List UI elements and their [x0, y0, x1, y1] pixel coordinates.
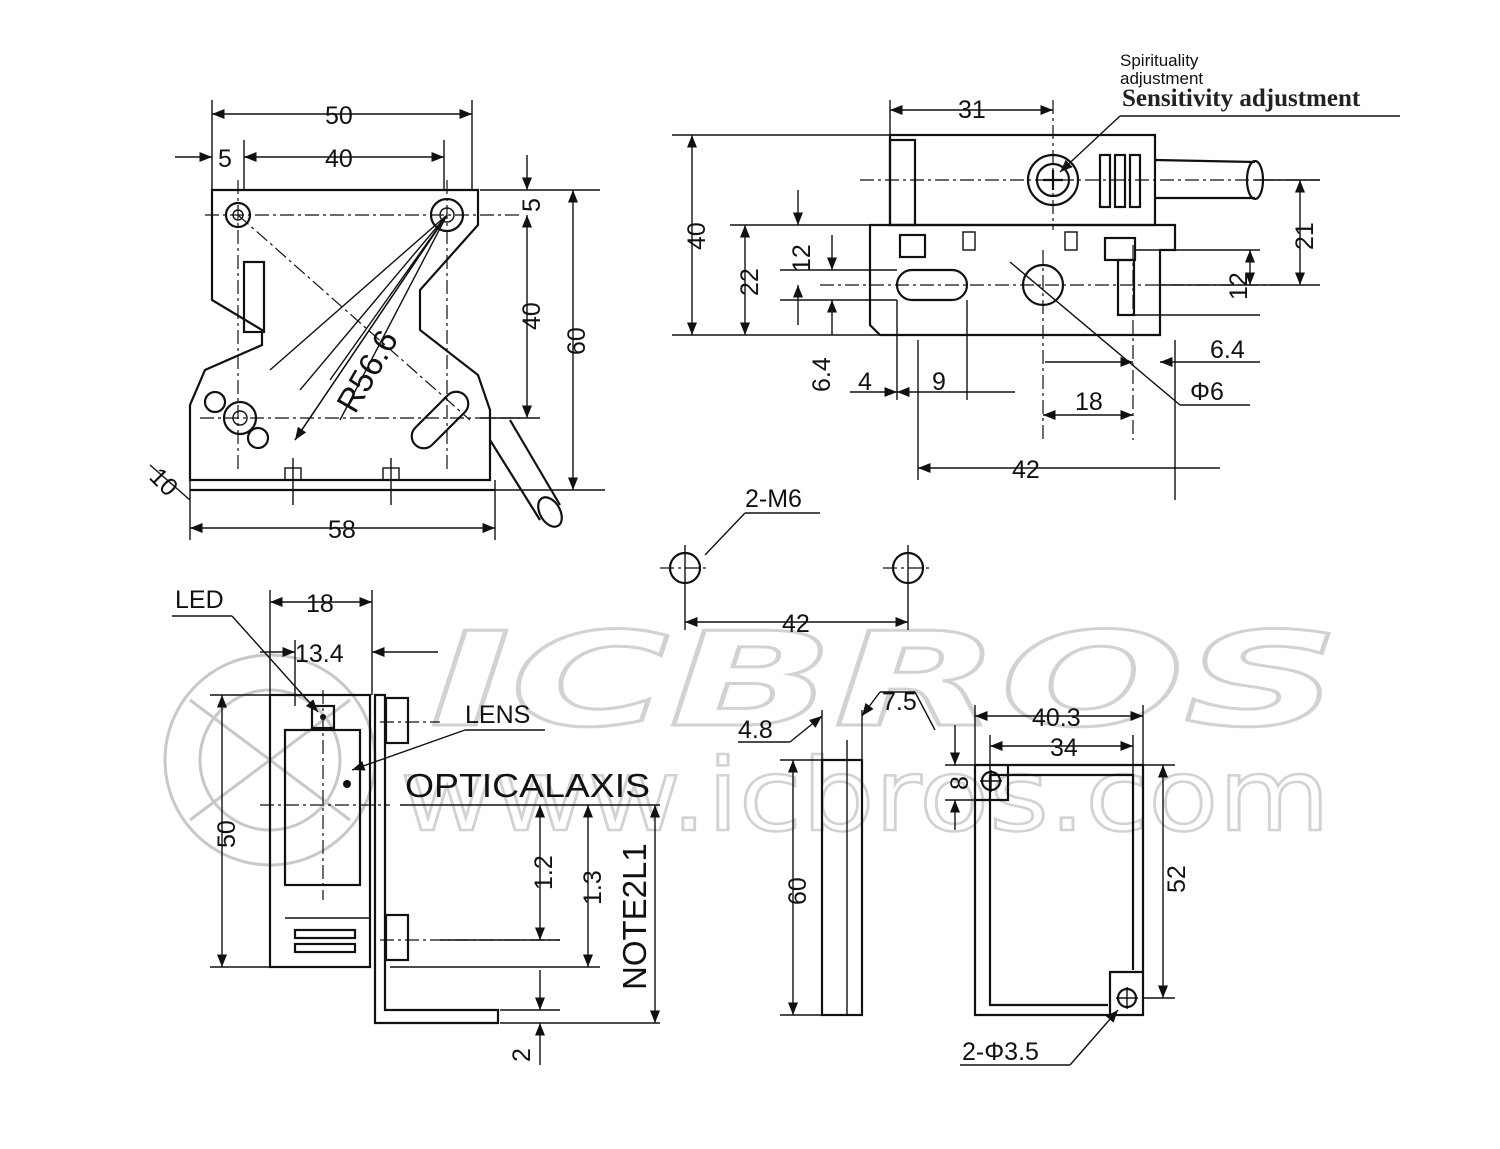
- label-lens: LENS: [465, 701, 530, 729]
- dim-58: 58: [328, 516, 356, 544]
- dim-50-left: 50: [213, 820, 241, 848]
- dim-18-bottom: 18: [306, 590, 334, 618]
- dim-21: 21: [1291, 222, 1319, 250]
- dim-52: 52: [1163, 865, 1191, 893]
- dim-42-holes: 42: [782, 610, 810, 638]
- dim-60-side: 60: [784, 877, 812, 905]
- dim-34: 34: [1050, 734, 1078, 762]
- label-note: NOTE2L1: [616, 843, 653, 990]
- dim-64-b: 6.4: [1210, 336, 1245, 364]
- dim-75: 7.5: [882, 688, 917, 716]
- dim-60-right: 60: [563, 327, 591, 355]
- label-led: LED: [175, 586, 224, 614]
- cable-icon: [1098, 153, 1265, 209]
- watermark-brand: ICBROS: [430, 604, 1340, 756]
- label-spirituality-1: Spirituality: [1120, 51, 1199, 70]
- dim-31: 31: [958, 96, 986, 124]
- dim-40-top: 40: [325, 145, 353, 173]
- mounting-hole-icon: [980, 770, 1138, 1009]
- dim-5-right: 5: [518, 198, 546, 212]
- dim-9: 9: [932, 368, 946, 396]
- back-view: LED 18 13.4: [172, 586, 661, 1065]
- dim-8: 8: [946, 776, 974, 790]
- label-spirituality-2: adjustment: [1120, 69, 1203, 88]
- dim-2: 2: [508, 1048, 536, 1062]
- dim-403: 40.3: [1032, 704, 1081, 732]
- bolt-icon: [384, 696, 410, 962]
- label-sensitivity: Sensitivity adjustment: [1122, 85, 1361, 112]
- dim-42: 42: [1012, 456, 1040, 484]
- dim-10: 10: [144, 462, 183, 501]
- dim-40-right: 40: [518, 302, 546, 330]
- label-phi35: 2-Φ3.5: [962, 1038, 1039, 1066]
- dim-13: 1.3: [579, 870, 607, 905]
- label-phi6: Φ6: [1190, 378, 1224, 406]
- label-optical-axis: OPTICALAXIS: [405, 767, 650, 804]
- dim-50-top: 50: [325, 102, 353, 130]
- side-view: Spirituality adjustment Sensitivity adju…: [672, 51, 1400, 500]
- bolt-icon: [898, 233, 1137, 317]
- label-m6: 2-M6: [745, 485, 802, 513]
- thin-side-view: 4.8 7.5 60: [738, 688, 936, 1017]
- dim-18: 18: [1075, 388, 1103, 416]
- dim-4: 4: [858, 368, 872, 396]
- dim-r566: R56.6: [329, 324, 405, 419]
- watermark: ICBROS www.icbros.com: [163, 603, 1342, 867]
- dim-12-a: 12: [788, 244, 816, 272]
- plate-view: 40.3 34 8 52 2-Φ3.5: [945, 704, 1191, 1066]
- front-view: 50 5 40 5 40 60 R56.6 10 58: [144, 100, 605, 544]
- dim-22: 22: [736, 268, 764, 296]
- dim-5-left: 5: [218, 145, 232, 173]
- dim-134: 13.4: [295, 640, 344, 668]
- dim-40-side: 40: [683, 222, 711, 250]
- watermark-url: www.icbros.com: [400, 737, 1330, 854]
- dim-12-c: 1.2: [530, 855, 558, 890]
- dim-12-b: 12: [1225, 272, 1253, 300]
- dim-48: 4.8: [738, 716, 773, 744]
- m6-holes: 42 2-M6: [660, 485, 933, 638]
- dim-64-a: 6.4: [808, 357, 836, 392]
